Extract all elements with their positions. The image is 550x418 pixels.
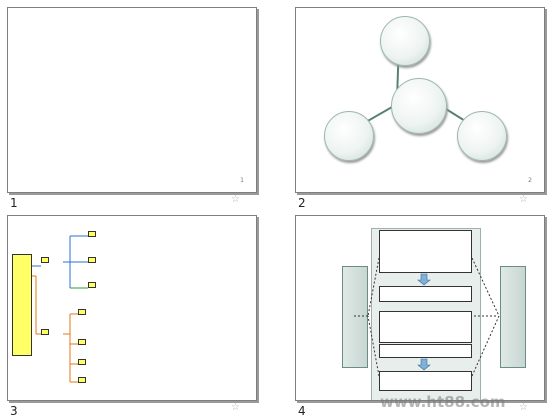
item-box (78, 359, 86, 365)
slide-number-label-4: 4 (298, 404, 306, 418)
slide-1-page-number: 1 (240, 177, 244, 184)
star-icon[interactable]: ☆ (231, 402, 240, 413)
star-icon[interactable]: ☆ (231, 194, 240, 205)
flow-box (379, 230, 472, 273)
flow-box (379, 286, 472, 302)
slide-2-page-number: 2 (528, 177, 532, 184)
item-box (88, 282, 96, 288)
flow-box (379, 311, 472, 343)
flow-box (379, 371, 472, 391)
branch-box-a (41, 257, 49, 263)
tree-connectors (30, 235, 88, 383)
item-box (88, 231, 96, 237)
star-icon[interactable]: ☆ (519, 194, 528, 205)
watermark-line-2: www.ht88.com (380, 393, 506, 411)
node-top (380, 16, 430, 66)
node-right (457, 111, 507, 161)
slide-3-left-label (12, 254, 32, 356)
slide-thumbnail-1[interactable]: 1 (7, 7, 257, 193)
slide-number-label-2: 2 (298, 196, 306, 210)
star-icon[interactable]: ☆ (519, 402, 528, 413)
node-left (324, 111, 374, 161)
slide-thumbnail-3[interactable] (7, 215, 257, 401)
slide-number-label-1: 1 (10, 196, 18, 210)
branch-box-b (41, 329, 49, 335)
slide-thumbnail-4[interactable] (295, 215, 545, 401)
item-box (78, 309, 86, 315)
slide-thumbnail-2[interactable]: 2 (295, 7, 545, 193)
flow-box (379, 344, 472, 358)
slide-4-right-column (500, 266, 526, 368)
item-box (78, 377, 86, 383)
slide-4-left-column (342, 266, 368, 368)
item-box (78, 339, 86, 345)
node-center (391, 78, 447, 134)
slide-number-label-3: 3 (10, 404, 18, 418)
item-box (88, 257, 96, 263)
